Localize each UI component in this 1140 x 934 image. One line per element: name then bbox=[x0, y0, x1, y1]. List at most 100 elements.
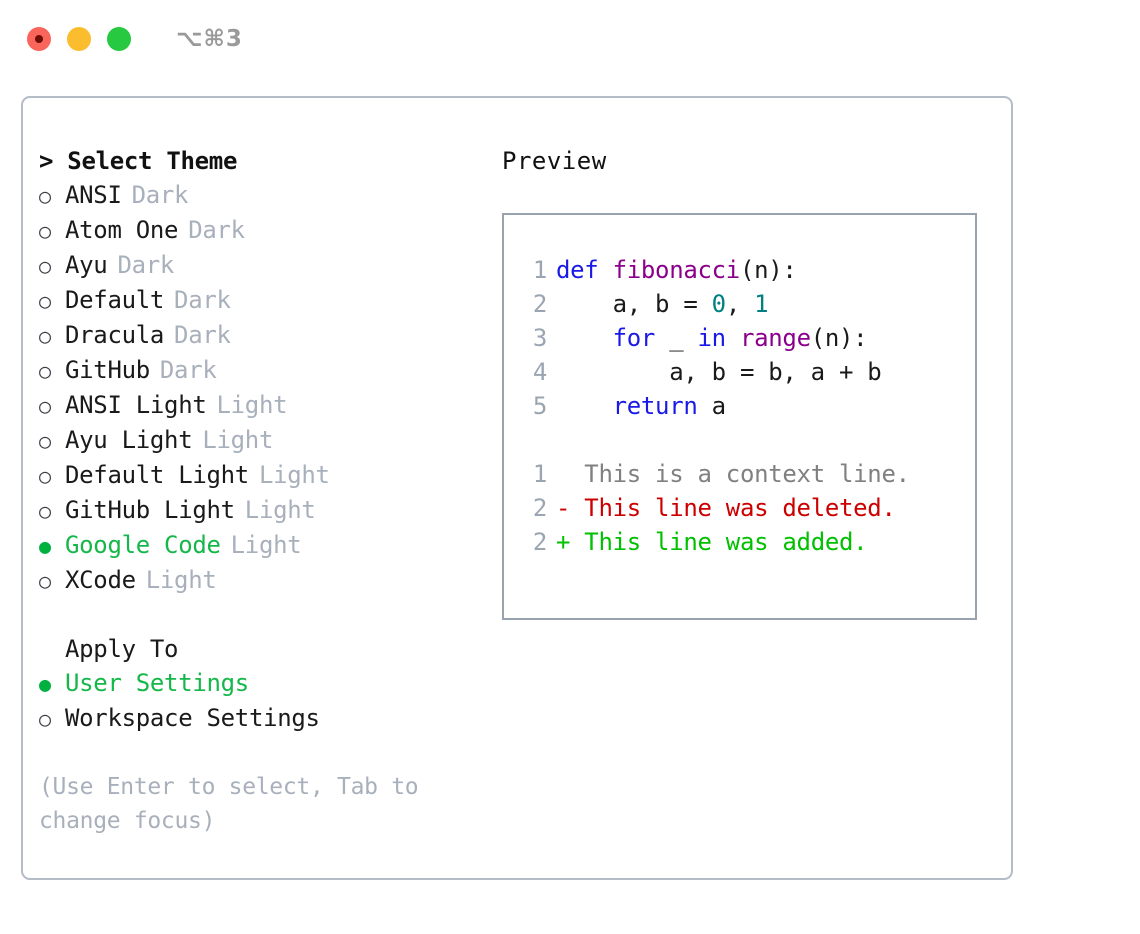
line-number: 2 bbox=[532, 528, 547, 556]
theme-option-label: Dracula bbox=[65, 321, 165, 349]
code-line-text: for _ in range(n): bbox=[556, 321, 868, 355]
theme-option-label: Default Light bbox=[65, 461, 249, 489]
code-line-text: a, b = b, a + b bbox=[556, 355, 882, 389]
code-token-num: 0 bbox=[711, 290, 726, 318]
apply-to-option-user-settings[interactable]: ● User Settings bbox=[39, 666, 489, 701]
theme-option-label: Ayu Light bbox=[65, 426, 193, 454]
code-token-pl: , bbox=[725, 290, 755, 318]
close-button[interactable] bbox=[27, 27, 51, 51]
line-number: 2 bbox=[532, 290, 547, 318]
apply-to-option-list: ● User Settings ○ Workspace Settings bbox=[39, 666, 489, 736]
theme-option-label: Atom One bbox=[65, 216, 179, 244]
diff-line-text: This line was added. bbox=[570, 528, 868, 556]
theme-variant-tag: Light bbox=[244, 496, 316, 524]
theme-variant-tag: Dark bbox=[188, 216, 245, 244]
radio-unselected-icon: ○ bbox=[39, 289, 51, 313]
code-line: 5 return a bbox=[522, 389, 975, 423]
theme-variant-tag: Dark bbox=[131, 181, 189, 209]
code-line: 1 def fibonacci(n): bbox=[522, 253, 975, 287]
line-number: 3 bbox=[532, 324, 547, 352]
theme-variant-tag: Dark bbox=[174, 286, 231, 314]
code-token-fn: range bbox=[739, 324, 811, 352]
theme-option-label: Default bbox=[65, 286, 165, 314]
diff-line-text: This line was deleted. bbox=[570, 494, 896, 522]
code-line: 4 a, b = b, a + b bbox=[522, 355, 975, 389]
radio-unselected-icon: ○ bbox=[39, 707, 51, 731]
theme-option-label: GitHub bbox=[65, 356, 150, 384]
line-number: 4 bbox=[532, 358, 547, 386]
theme-variant-tag: Dark bbox=[159, 356, 217, 384]
code-token-pl bbox=[726, 324, 740, 352]
apply-to-option-label: Workspace Settings bbox=[65, 704, 320, 732]
theme-option-default[interactable]: ○ Default Dark bbox=[39, 283, 489, 318]
radio-unselected-icon: ○ bbox=[39, 359, 51, 383]
apply-to-header: Apply To bbox=[65, 635, 179, 663]
code-line-text: def fibonacci(n): bbox=[556, 253, 797, 287]
theme-option-google-code[interactable]: ● Google Code Light bbox=[39, 528, 489, 563]
diff-marker-add: + bbox=[556, 528, 571, 556]
theme-option-default-light[interactable]: ○ Default Light Light bbox=[39, 458, 489, 493]
theme-variant-tag: Light bbox=[202, 426, 274, 454]
theme-variant-tag: Light bbox=[230, 531, 302, 559]
code-line-text: a, b = 0, 1 bbox=[556, 287, 769, 321]
radio-unselected-icon: ○ bbox=[39, 464, 51, 488]
line-number: 5 bbox=[532, 392, 547, 420]
code-preview-box: 1 def fibonacci(n): 2 a, b = 0, 1 3 for _ i… bbox=[502, 213, 977, 620]
code-line-text: return a bbox=[556, 389, 727, 423]
code-token-pl: _ bbox=[655, 324, 698, 352]
theme-option-label: ANSI bbox=[65, 181, 122, 209]
preview-header: Preview bbox=[502, 147, 607, 175]
radio-unselected-icon: ○ bbox=[39, 429, 51, 453]
keyboard-hint-text: (Use Enter to select, Tab to change focu… bbox=[39, 774, 419, 834]
diff-sample: 1 This is a context line.2- This line wa… bbox=[522, 457, 975, 559]
theme-option-ayu[interactable]: ○ Ayu Dark bbox=[39, 248, 489, 283]
radio-selected-icon: ● bbox=[39, 534, 51, 558]
diff-line: 1 This is a context line. bbox=[522, 457, 975, 491]
theme-option-ayu-light[interactable]: ○ Ayu Light Light bbox=[39, 423, 489, 458]
radio-unselected-icon: ○ bbox=[39, 394, 51, 418]
line-number: 1 bbox=[532, 256, 547, 284]
theme-variant-tag: Dark bbox=[117, 251, 175, 279]
theme-option-label: Google Code bbox=[65, 531, 221, 559]
diff-line-text: This is a context line. bbox=[570, 460, 910, 488]
code-token-pl: (n): bbox=[810, 324, 868, 352]
code-token-pl bbox=[556, 392, 613, 420]
radio-unselected-icon: ○ bbox=[39, 569, 51, 593]
apply-to-option-label: User Settings bbox=[65, 669, 249, 697]
maximize-button[interactable] bbox=[107, 27, 131, 51]
minimize-button[interactable] bbox=[67, 27, 91, 51]
select-theme-header: > Select Theme bbox=[39, 147, 238, 175]
radio-unselected-icon: ○ bbox=[39, 324, 51, 348]
theme-option-label: GitHub Light bbox=[65, 496, 235, 524]
theme-variant-tag: Light bbox=[258, 461, 330, 489]
code-sample: 1 def fibonacci(n): 2 a, b = 0, 1 3 for _ i… bbox=[522, 253, 975, 423]
apply-to-option-workspace-settings[interactable]: ○ Workspace Settings bbox=[39, 701, 489, 736]
code-token-num: 1 bbox=[754, 290, 769, 318]
code-token-kw: in bbox=[697, 324, 727, 352]
theme-option-label: ANSI Light bbox=[65, 391, 207, 419]
theme-option-label: Ayu bbox=[65, 251, 108, 279]
diff-marker-context bbox=[556, 457, 570, 491]
section-spacer bbox=[39, 598, 489, 632]
code-token-pl: (n): bbox=[739, 256, 797, 284]
diff-line: 2- This line was deleted. bbox=[522, 491, 975, 525]
diff-marker-del: - bbox=[556, 494, 571, 522]
code-token-pl: a, b = b, a + b bbox=[556, 358, 882, 386]
theme-option-dracula[interactable]: ○ Dracula Dark bbox=[39, 318, 489, 353]
code-token-pl bbox=[556, 324, 613, 352]
line-number: 1 bbox=[532, 460, 547, 488]
theme-option-github[interactable]: ○ GitHub Dark bbox=[39, 353, 489, 388]
theme-variant-tag: Light bbox=[145, 566, 217, 594]
radio-selected-icon: ● bbox=[39, 672, 51, 696]
theme-variant-tag: Dark bbox=[174, 321, 231, 349]
radio-unselected-icon: ○ bbox=[39, 254, 51, 278]
traffic-light-group bbox=[27, 27, 131, 51]
diff-line: 2 + This line was added. bbox=[522, 525, 975, 559]
